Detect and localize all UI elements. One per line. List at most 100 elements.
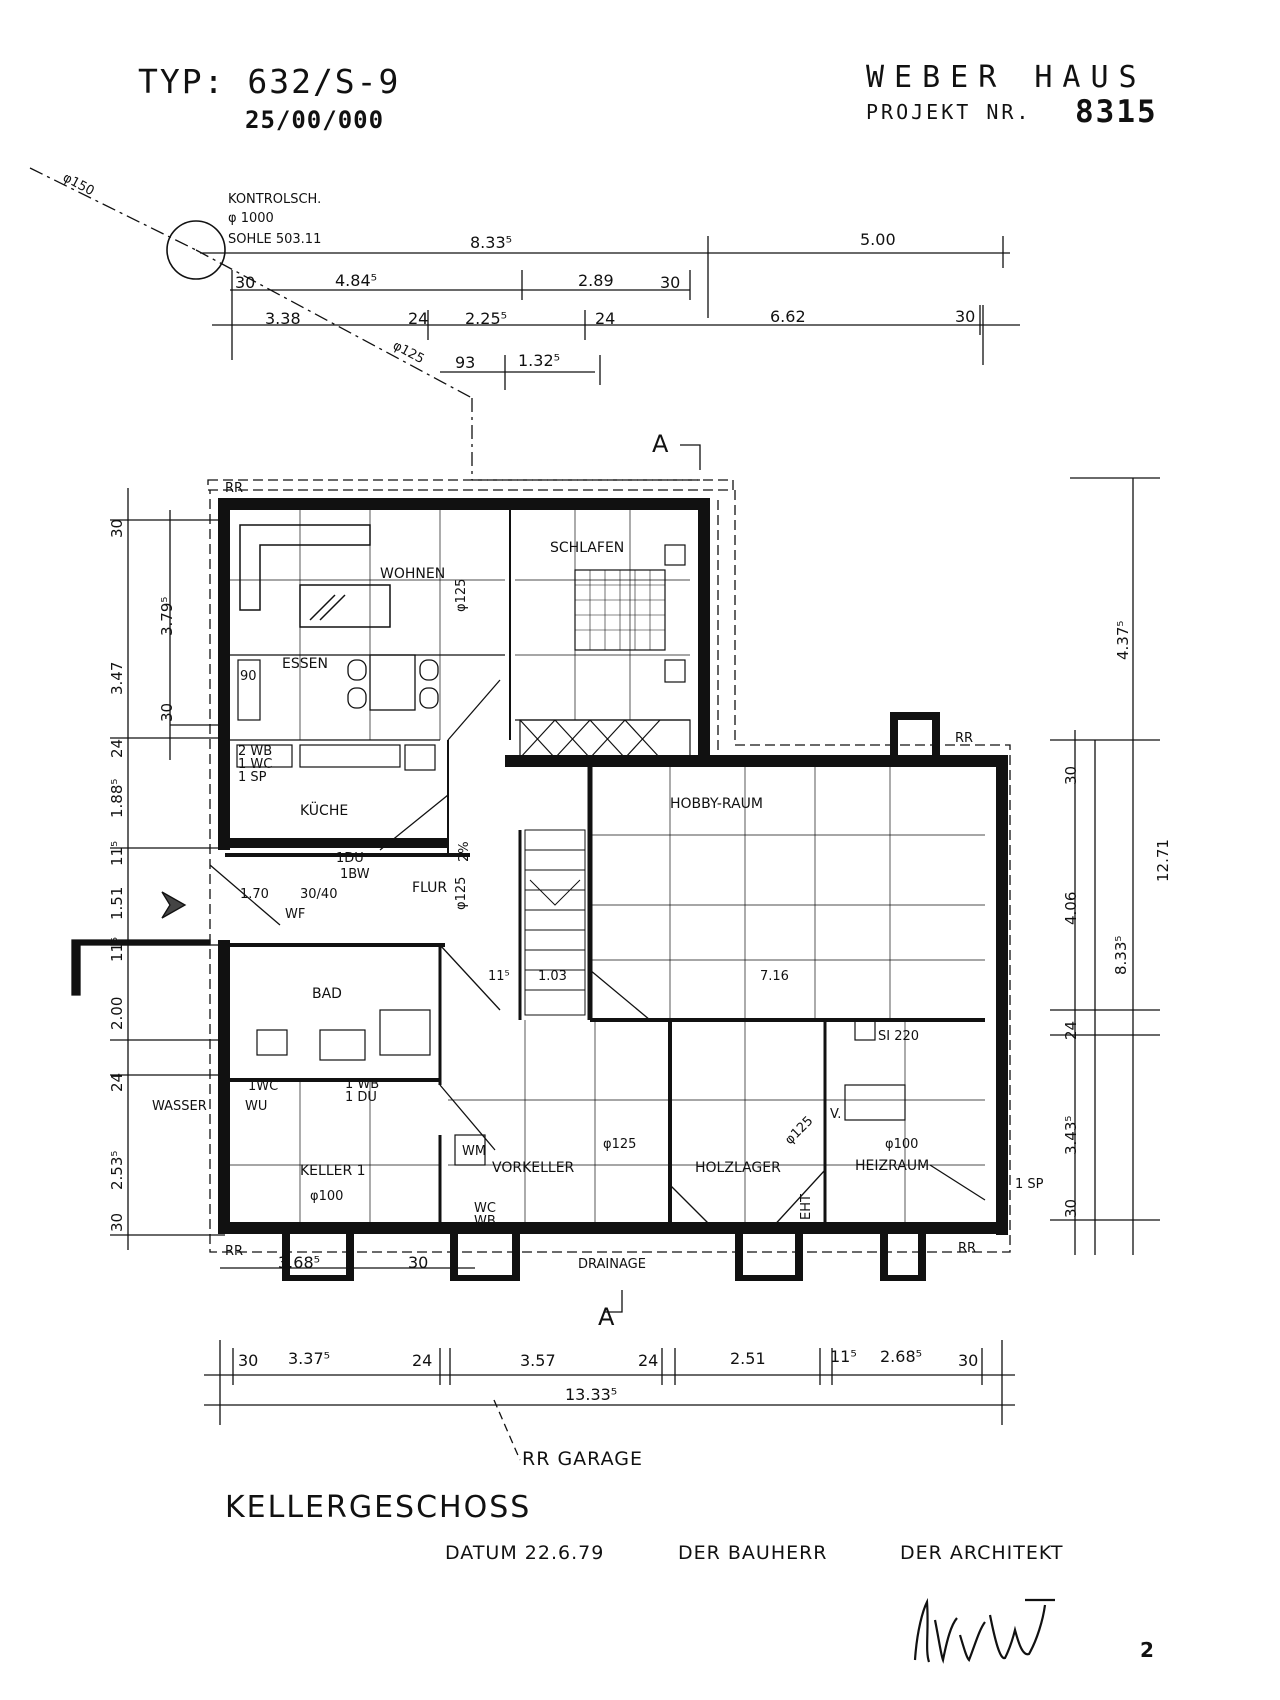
project-number: 8315 (1075, 94, 1158, 130)
dim-bottom-9: 30 (958, 1351, 978, 1370)
sofa (239, 524, 391, 628)
dim-right-8: 30 (1062, 1199, 1080, 1218)
dim-left-10: 2.00 (108, 997, 126, 1030)
note-rr-bottom-right: RR (958, 1241, 976, 1256)
staircase (524, 829, 586, 1016)
project-label: PROJEKT NR. (866, 100, 1032, 124)
dim-right-4: 4.06 (1062, 892, 1080, 925)
note-pipe-vertical: φ125 (454, 579, 469, 612)
dim-bottom-inner-2: 30 (408, 1253, 428, 1272)
dim-right-2: 12.71 (1154, 839, 1172, 882)
dining-table (347, 654, 439, 711)
dim-top-4: 4.84⁵ (335, 271, 377, 290)
note-wc: 1WC (248, 1079, 278, 1094)
drawing-number: 25/00/000 (245, 106, 385, 134)
dim-left-7: 11⁵ (108, 841, 126, 866)
room-heizraum: HEIZRAUM (855, 1158, 929, 1174)
dim-top-12: 30 (955, 307, 975, 326)
note-rr-garage: RR GARAGE (522, 1448, 643, 1470)
kitchen-fixtures (236, 659, 436, 771)
dim-bottom-8: 2.68⁵ (880, 1347, 922, 1366)
dim-left-4: 30 (158, 703, 176, 722)
dim-stair-wall: 11⁵ (488, 969, 510, 984)
section-mark-top: A (652, 430, 669, 458)
room-keller-1: KELLER 1 (300, 1163, 366, 1179)
dim-left-5: 24 (108, 739, 126, 758)
note-rr-bottom-left: RR (225, 1244, 243, 1259)
dim-top-11: 6.62 (770, 307, 806, 326)
note-wf: WF (285, 907, 305, 922)
note-du-bath: 1 DU (345, 1090, 377, 1105)
dim-right-5: 8.33⁵ (1112, 936, 1130, 975)
dim-left-6: 1.88⁵ (108, 779, 126, 818)
room-hobby: HOBBY-RAUM (670, 796, 763, 812)
dim-top-7: 3.38 (265, 309, 301, 328)
dim-left-2: 3.79⁵ (158, 597, 176, 636)
manhole-circle (166, 220, 226, 280)
room-schlafen: SCHLAFEN (550, 540, 624, 556)
walls (218, 498, 1008, 1281)
room-vorkeller: VORKELLER (492, 1160, 575, 1176)
client-label: DER BAUHERR (678, 1542, 828, 1564)
dim-bottom-3: 24 (412, 1351, 432, 1370)
dim-bottom-5: 24 (638, 1351, 658, 1370)
dim-left-8: 1.51 (108, 887, 126, 920)
note-bw: 1BW (340, 867, 370, 882)
manhole-label-2: φ 1000 (228, 211, 274, 226)
dim-left-12: 2.53⁵ (108, 1151, 126, 1190)
room-kueche: KÜCHE (300, 801, 348, 819)
dim-bottom-4: 3.57 (520, 1351, 556, 1370)
note-wb: 1 WB (345, 1077, 379, 1092)
dim-bottom-1: 30 (238, 1351, 258, 1370)
note-sp: 1 SP (238, 770, 267, 785)
note-wu: WU (245, 1099, 267, 1114)
dim-top-10: 24 (595, 309, 615, 328)
dim-top-1: 8.33⁵ (470, 233, 512, 252)
note-pipe-100-heiz: φ100 (885, 1137, 918, 1152)
dim-bottom-2: 3.37⁵ (288, 1349, 330, 1368)
note-rr-right: RR (955, 731, 973, 746)
room-holzlager: HOLZLAGER (695, 1160, 781, 1176)
note-pipe-diag: φ125 (782, 1114, 816, 1148)
dim-top-14: 1.32⁵ (518, 351, 560, 370)
type-code: TYP: 632/S-9 (138, 62, 401, 101)
dim-bottom-total: 13.33⁵ (565, 1385, 617, 1404)
dim-left-1: 30 (108, 519, 126, 538)
note-wc-small: WC (474, 1201, 496, 1216)
dim-top-9: 2.25⁵ (465, 309, 507, 328)
dim-bottom-6: 2.51 (730, 1349, 766, 1368)
note-wasser: WASSER (152, 1099, 207, 1114)
note-pipe-flur: φ125 (454, 877, 469, 910)
dim-right-3: 30 (1062, 766, 1080, 785)
room-wohnen: WOHNEN (380, 566, 445, 582)
dim-right-1: 4.37⁵ (1114, 621, 1132, 660)
company-name: WEBER HAUS (866, 60, 1147, 95)
manhole-label-1: KONTROLSCH. (228, 192, 321, 207)
note-sp-right: 1 SP (1015, 1177, 1044, 1192)
pipe-out-label: φ125 (390, 338, 427, 367)
note-pipe-100: φ100 (310, 1189, 343, 1204)
note-eht: EHT (799, 1194, 814, 1220)
dim-left-11: 24 (108, 1073, 126, 1092)
dim-top-2: 5.00 (860, 230, 896, 249)
dim-top-8: 24 (408, 309, 428, 328)
wardrobe (519, 719, 691, 759)
note-pipe-125: φ125 (603, 1137, 636, 1152)
architect-signature (913, 1597, 1055, 1664)
note-rr-top: RR (225, 481, 243, 496)
note-wm: WM (462, 1144, 486, 1159)
dim-right-7: 3.43⁵ (1062, 1116, 1080, 1155)
note-drainage: DRAINAGE (578, 1257, 646, 1272)
dim-top-5: 2.89 (578, 271, 614, 290)
page-number: 2 (1140, 1638, 1154, 1662)
dim-hobby-width: 7.16 (760, 969, 789, 984)
note-2wb: 2 WB (238, 744, 272, 759)
dim-right-6: 24 (1062, 1021, 1080, 1040)
note-wc-kitchen: 1 WC (238, 757, 272, 772)
dim-flur-2: 30/40 (300, 887, 337, 902)
date-label: DATUM 22.6.79 (445, 1542, 605, 1564)
dim-bottom-7: 11⁵ (830, 1347, 857, 1366)
bathroom-fixtures (256, 1009, 906, 1166)
note-slope: 2% (457, 841, 472, 862)
